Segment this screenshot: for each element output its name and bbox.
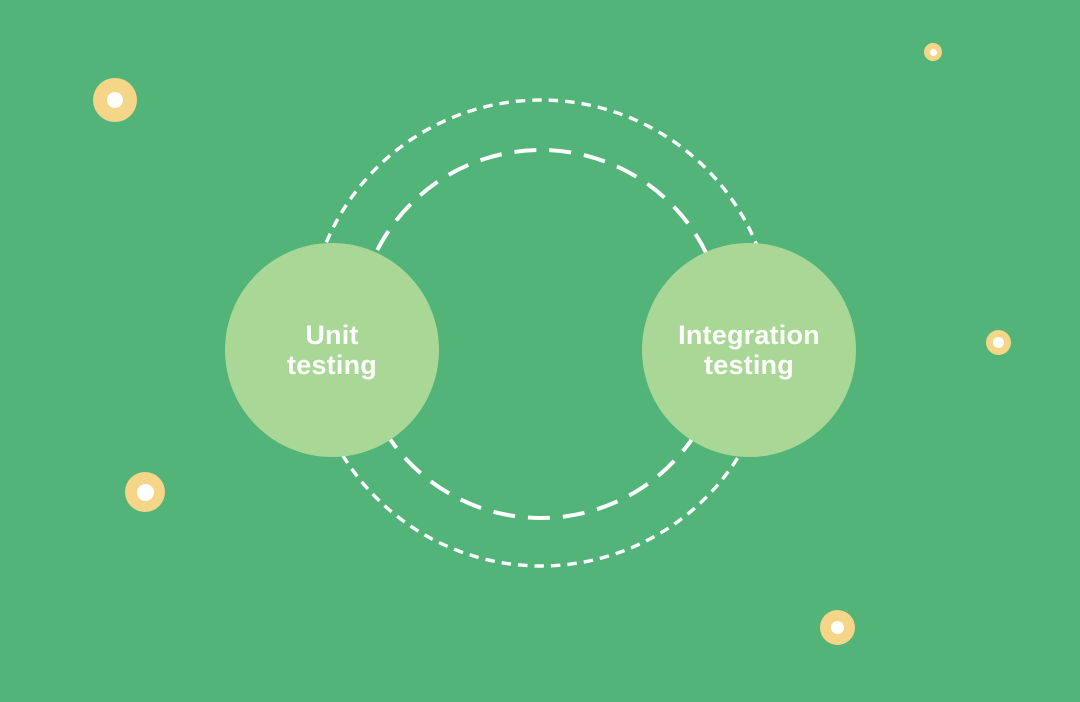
decor-dot-top-right: [924, 43, 942, 61]
decor-dot-bottom-left: [125, 472, 165, 512]
decor-dot-top-left: [93, 78, 137, 122]
decor-dot-core: [136, 483, 154, 501]
decor-dot-core: [929, 48, 937, 56]
decor-dot-core: [831, 621, 844, 634]
decor-dot-bottom-right: [820, 610, 855, 645]
decor-dot-mid-right: [986, 330, 1011, 355]
decor-dot-core: [107, 92, 123, 108]
decor-dot-core: [993, 337, 1004, 348]
node-integration-testing-label: Integration testing: [678, 320, 820, 380]
node-unit-testing-label: Unit testing: [287, 320, 377, 380]
node-unit-testing: Unit testing: [225, 243, 439, 457]
node-integration-testing: Integration testing: [642, 243, 856, 457]
